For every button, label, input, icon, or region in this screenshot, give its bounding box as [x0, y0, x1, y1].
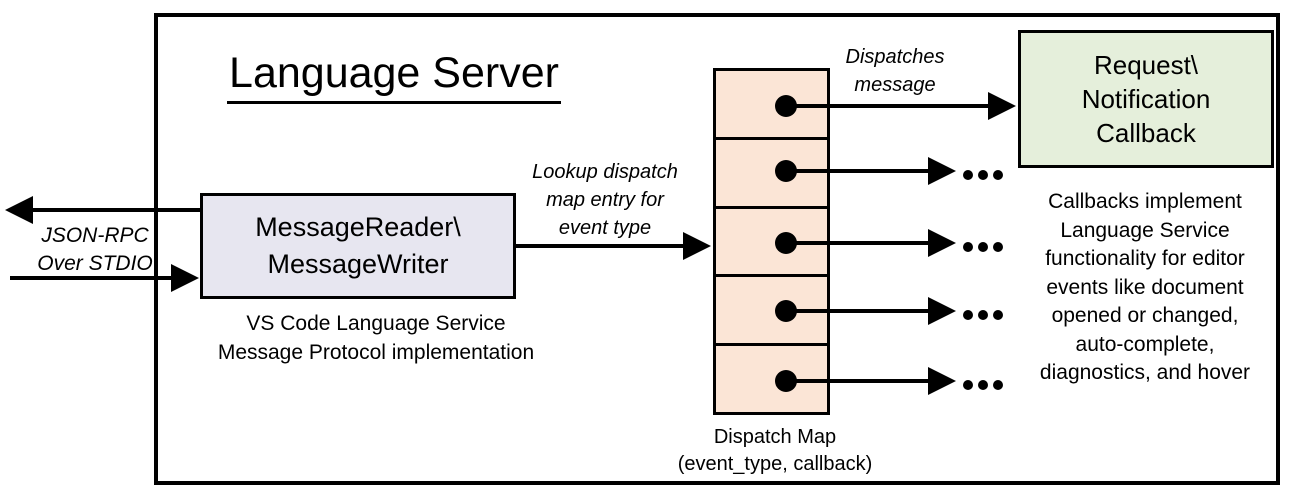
message-reader-writer-box: MessageReader\ MessageWriter — [200, 193, 516, 299]
lookup-label-line3: event type — [558, 217, 652, 239]
reader-caption-line2: Message Protocol implementation — [217, 341, 535, 364]
dispatch-map-cell — [716, 71, 827, 137]
callbacks-note-line: functionality for editor — [1045, 247, 1245, 270]
message-reader-caption: VS Code Language Service Message Protoco… — [186, 309, 566, 367]
dispatch-map-cell — [716, 343, 827, 412]
reader-caption-line1: VS Code Language Service — [246, 312, 506, 335]
lookup-dispatch-label: Lookup dispatch map entry for event type — [500, 158, 710, 242]
dispatch-map-cell — [716, 205, 827, 275]
message-reader-label-line1: MessageReader\ — [255, 212, 461, 242]
callback-label-line1: Request\ — [1093, 50, 1199, 80]
callbacks-note-line: Callbacks implement — [1048, 190, 1242, 213]
callback-label-line3: Callback — [1096, 118, 1196, 148]
lookup-label-line2: map entry for — [546, 189, 664, 211]
dispatches-label-line1: Dispatches — [845, 46, 945, 68]
diagram-title-text: Language Server — [227, 48, 561, 104]
dispatch-caption-line1: Dispatch Map — [713, 426, 837, 448]
lookup-label-line1: Lookup dispatch — [532, 161, 678, 183]
dispatch-map-box — [713, 68, 830, 415]
json-rpc-over-stdio-label: JSON-RPC Over STDIO — [15, 222, 175, 278]
request-notification-callback-box: Request\ Notification Callback — [1018, 30, 1274, 168]
message-reader-label-line2: MessageWriter — [267, 249, 449, 279]
callbacks-note-line: Language Service — [1060, 218, 1230, 242]
diagram-title: Language Server — [194, 48, 594, 104]
language-server-boundary-box — [154, 13, 1280, 485]
callback-label-line2: Notification — [1081, 84, 1211, 114]
callbacks-note-line: opened or changed, — [1051, 304, 1239, 327]
dispatch-map-cell — [716, 136, 827, 206]
json-rpc-label-line2: Over STDIO — [37, 252, 153, 275]
dispatches-label-line2: message — [854, 74, 936, 96]
dispatch-map-caption: Dispatch Map (event_type, callback) — [645, 424, 905, 478]
callbacks-note: Callbacks implement Language Service fun… — [1002, 188, 1288, 388]
dispatch-map-cell — [716, 274, 827, 343]
callbacks-note-line: diagnostics, and hover — [1039, 361, 1251, 384]
dispatch-caption-line2: (event_type, callback) — [677, 453, 873, 475]
callbacks-note-line: auto-complete, — [1075, 332, 1215, 356]
json-rpc-label-line1: JSON-RPC — [41, 224, 149, 247]
callbacks-note-line: events like document — [1046, 275, 1244, 299]
dispatches-message-label: Dispatches message — [828, 43, 962, 99]
